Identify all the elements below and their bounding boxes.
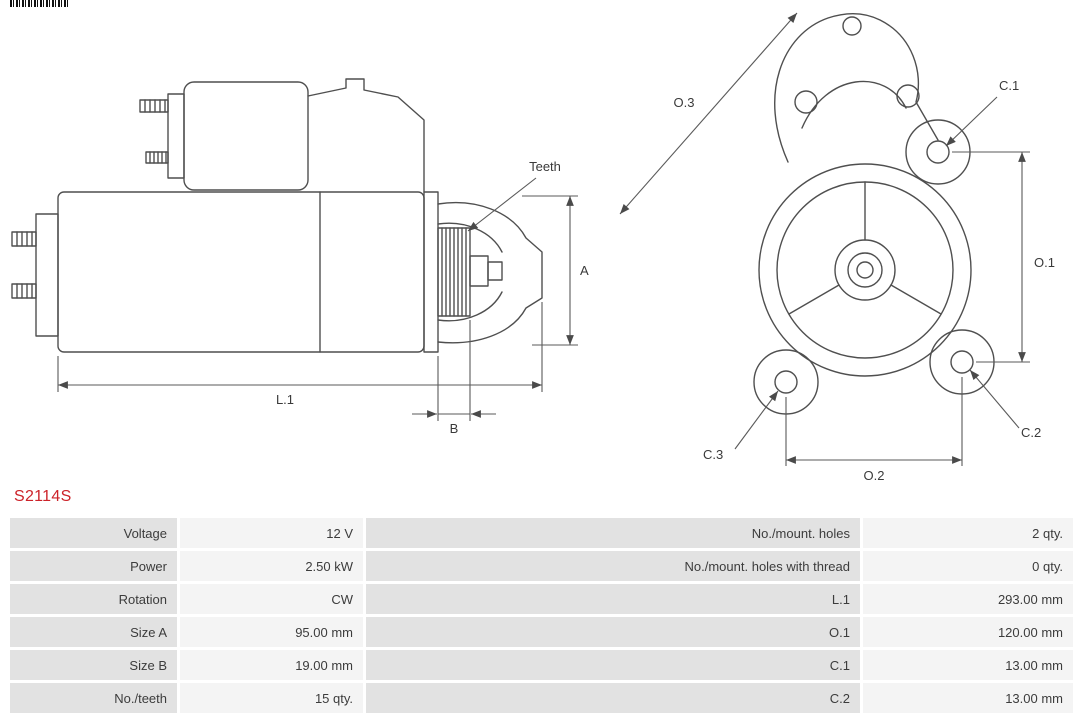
spec-value-cell: 0 qty.: [863, 551, 1073, 581]
spec-value-cell: 293.00 mm: [863, 584, 1073, 614]
dim-label-o1: O.1: [1034, 255, 1055, 270]
dim-label-c1: C.1: [999, 78, 1019, 93]
spec-value-cell: 15 qty.: [180, 683, 363, 713]
spec-label-cell: No./mount. holes: [366, 518, 860, 548]
spec-label-cell: Power: [10, 551, 177, 581]
spec-value-cell: 2.50 kW: [180, 551, 363, 581]
spec-label-cell: No./mount. holes with thread: [366, 551, 860, 581]
dim-label-o2: O.2: [864, 468, 885, 483]
spec-label-cell: O.1: [366, 617, 860, 647]
spec-label-cell: C.1: [366, 650, 860, 680]
dim-label-l1: L.1: [276, 392, 294, 407]
spec-value-cell: 95.00 mm: [180, 617, 363, 647]
front-view-drawing: [753, 13, 995, 415]
dim-label-o3: O.3: [674, 95, 695, 110]
dim-label-a: A: [580, 263, 589, 278]
part-number: S2114S: [14, 488, 72, 505]
spec-label-cell: Size A: [10, 617, 177, 647]
spec-label-cell: No./teeth: [10, 683, 177, 713]
spec-value-cell: 2 qty.: [863, 518, 1073, 548]
technical-diagram: A L.1 B Teeth O.3 O.1 O.2 C.1 C.2 C: [11, 12, 1055, 483]
spec-label-cell: Rotation: [10, 584, 177, 614]
barcode: [10, 0, 68, 7]
spec-label-cell: Size B: [10, 650, 177, 680]
spec-label-cell: Voltage: [10, 518, 177, 548]
spec-value-cell: 19.00 mm: [180, 650, 363, 680]
spec-label-cell: L.1: [366, 584, 860, 614]
dim-label-b: B: [450, 421, 459, 436]
spec-label-cell: C.2: [366, 683, 860, 713]
spec-value-cell: CW: [180, 584, 363, 614]
specs-table: Voltage 12 V No./mount. holes 2 qty. Pow…: [10, 518, 1073, 713]
dim-label-c2: C.2: [1021, 425, 1041, 440]
spec-value-cell: 12 V: [180, 518, 363, 548]
dim-label-teeth: Teeth: [529, 159, 561, 174]
dim-label-c3: C.3: [703, 447, 723, 462]
side-view-drawing: [11, 78, 543, 353]
spec-value-cell: 13.00 mm: [863, 683, 1073, 713]
dimension-annotations: A L.1 B Teeth O.3 O.1 O.2 C.1 C.2 C: [57, 12, 1055, 483]
spec-value-cell: 13.00 mm: [863, 650, 1073, 680]
spec-value-cell: 120.00 mm: [863, 617, 1073, 647]
